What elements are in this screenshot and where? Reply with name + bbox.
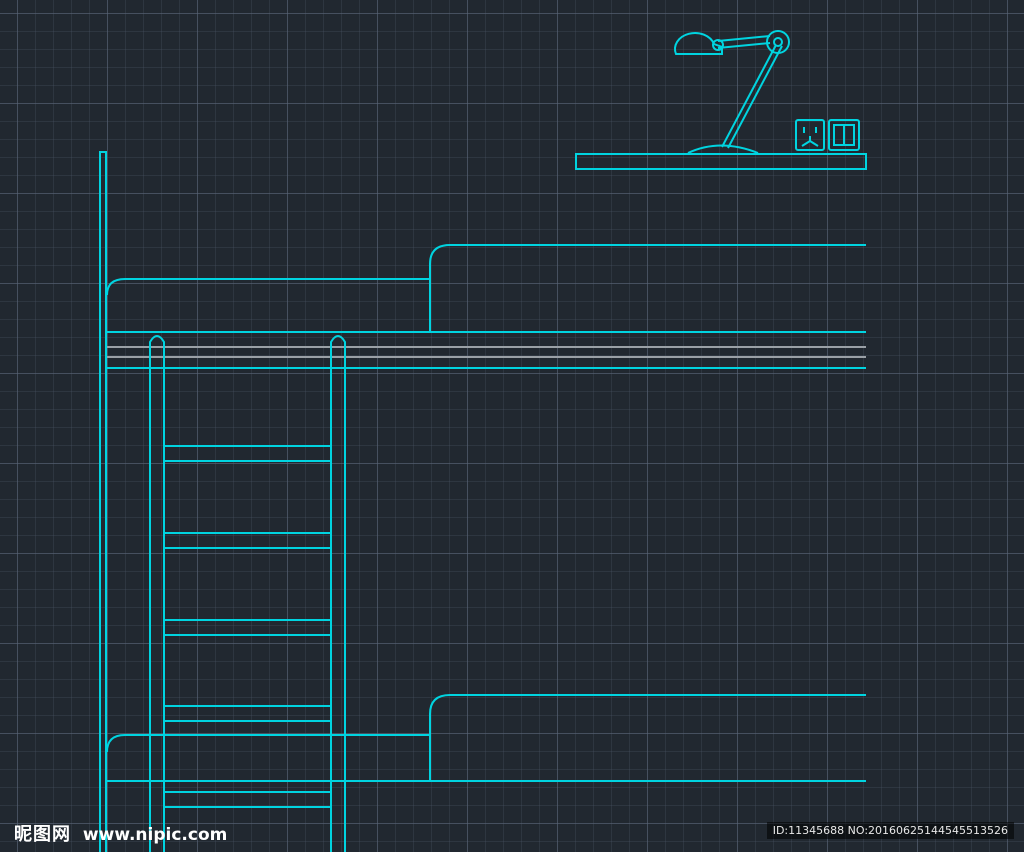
nipic-watermark: 昵图网 www.nipic.com: [14, 820, 227, 846]
image-id-badge: ID:11345688 NO:20160625144545513526: [766, 822, 1014, 839]
wall-shelf: [575, 153, 867, 170]
ladder: [149, 335, 346, 852]
ladder-rung: [164, 445, 331, 462]
ladder-rung: [164, 705, 331, 722]
lower-bunk: [106, 694, 866, 782]
ladder-rung: [164, 791, 331, 808]
ladder-rung: [164, 619, 331, 636]
watermark-url: www.nipic.com: [82, 825, 228, 845]
watermark-brand: 昵图网: [14, 824, 71, 845]
power-socket-icon: [795, 119, 825, 151]
desk-lamp-icon: [674, 30, 790, 154]
upper-bunk: [106, 244, 866, 369]
light-switch-icon: [828, 119, 860, 151]
bed-post: [99, 151, 107, 852]
ladder-rung: [164, 532, 331, 549]
